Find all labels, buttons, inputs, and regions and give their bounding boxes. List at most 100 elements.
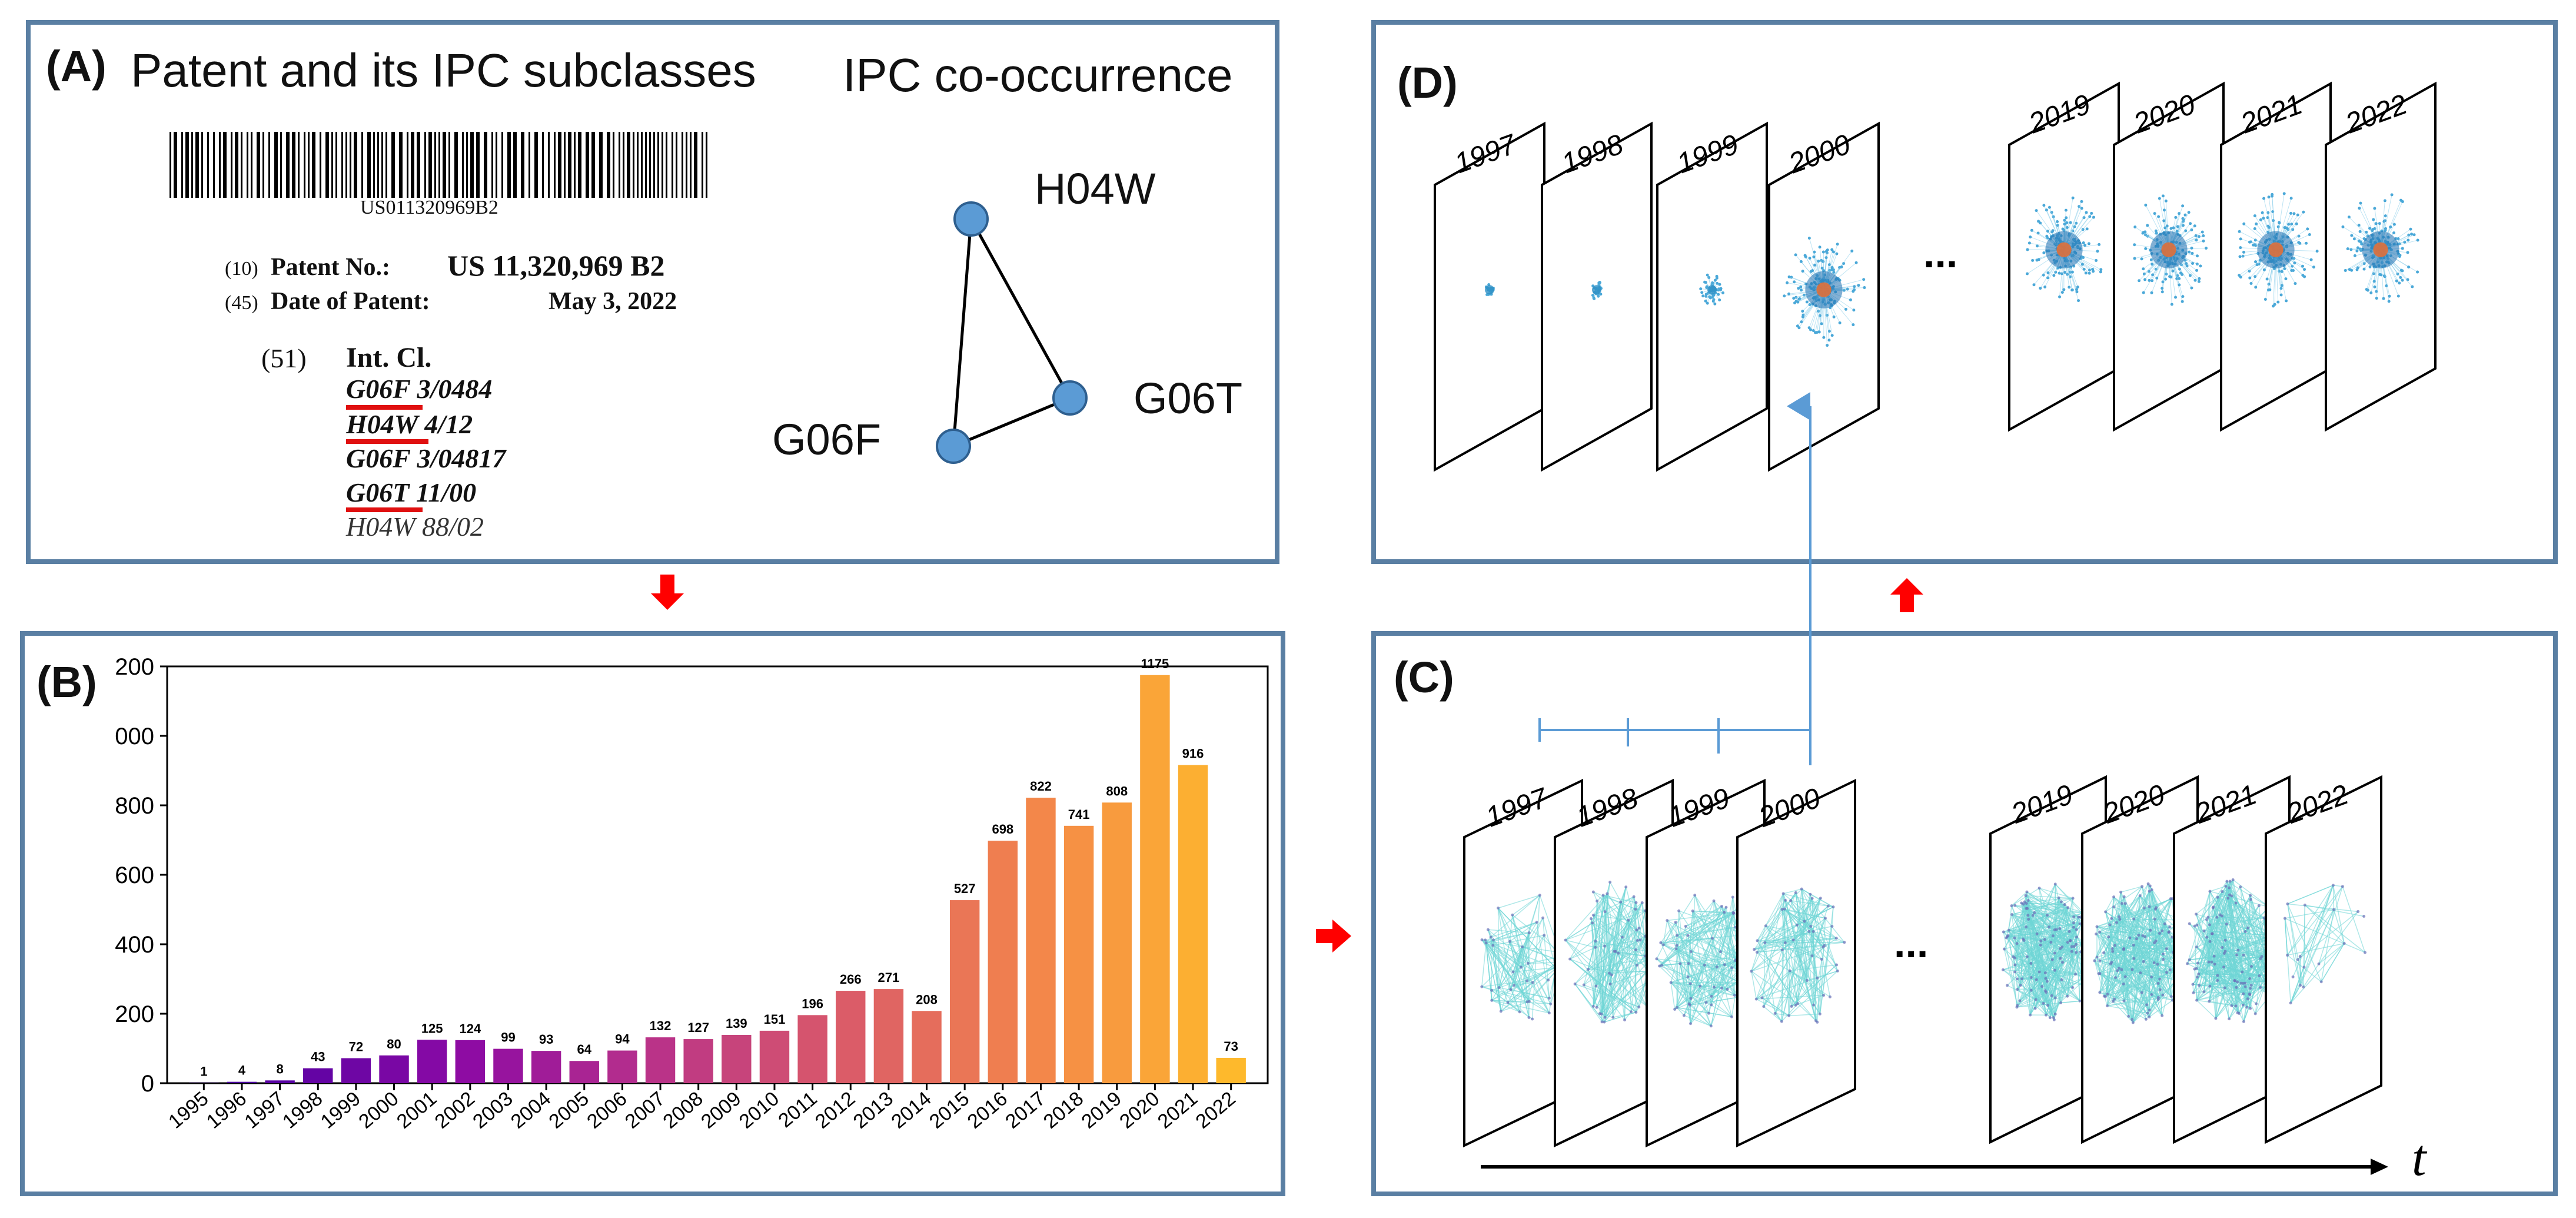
bar-value-label: 132 (650, 1018, 672, 1033)
network-node (2158, 931, 2161, 935)
snapshot-frame: 1999 (1656, 121, 1768, 472)
bar-value-label: 80 (387, 1037, 401, 1051)
barcode-bar (637, 132, 639, 198)
barcode-bar (373, 132, 375, 198)
network-node (2027, 241, 2031, 245)
barcode-bar (367, 132, 371, 198)
network-node (2161, 993, 2165, 997)
network-node (2029, 988, 2033, 992)
y-tick-label: 800 (115, 793, 154, 819)
barcode-bar (407, 132, 408, 198)
network-edge (1584, 984, 1640, 1008)
y-tick-label: 000 (115, 724, 154, 749)
barcode-bar (470, 132, 474, 198)
barcode-bar (219, 132, 221, 198)
network-node (2150, 291, 2153, 294)
network-node (1799, 285, 1803, 288)
network-edge (2133, 944, 2167, 973)
network-node (2353, 254, 2356, 257)
network-edge (1763, 942, 1766, 1007)
network-node (2082, 216, 2086, 220)
bar (265, 1080, 295, 1083)
network-node (2401, 247, 2404, 250)
network-edge (1781, 894, 1811, 1022)
network-node (2384, 214, 2387, 218)
network-node (1675, 1005, 1678, 1009)
network-node (2053, 968, 2056, 972)
network-edge (1751, 971, 1783, 1022)
network-node (2066, 941, 2069, 944)
network-node (1822, 336, 1826, 339)
network-edge (1680, 963, 1701, 987)
ipc-code: H04W 88/02 (346, 511, 484, 542)
network-node (2059, 947, 2062, 951)
network-node (2189, 222, 2192, 225)
network-edge (1763, 1006, 1782, 1022)
network-node (1669, 981, 1673, 984)
network-edge (1757, 893, 1784, 941)
network-edge (1490, 937, 1502, 1011)
network-node (2272, 219, 2275, 223)
heat-center (1816, 282, 1832, 297)
barcode-bar (345, 132, 347, 198)
network-node (1715, 965, 1719, 969)
network-edge (1487, 929, 1528, 964)
network-edge (2026, 902, 2065, 905)
barcode-bar (484, 132, 487, 198)
bar-value-label: 1 (200, 1064, 207, 1078)
network-node (2072, 925, 2075, 929)
network-edge (1676, 945, 1728, 990)
red-underline (346, 507, 423, 512)
network-node (2183, 213, 2187, 217)
network-node (1677, 909, 1681, 912)
x-tick-label: 2005 (545, 1087, 593, 1133)
network-node (1780, 1020, 1783, 1023)
network-edge (1721, 913, 1734, 988)
network-edge (2119, 916, 2173, 953)
network-node (2292, 212, 2296, 215)
graph-edge (952, 218, 973, 447)
network-node (1486, 928, 1490, 931)
network-node (1636, 938, 1639, 942)
y-tick-label: 200 (115, 1001, 154, 1027)
network-node (1699, 287, 1703, 291)
network-edge (1509, 941, 1522, 968)
network-node (2060, 291, 2064, 294)
network-edge (1781, 1003, 1799, 1022)
network-node (1703, 280, 1707, 284)
network-node (1834, 937, 1838, 940)
ipc-subclass: G06T (346, 477, 410, 507)
network-node (2144, 203, 2148, 207)
patent-no-value: US 11,320,969 B2 (447, 249, 665, 282)
x-tick-label: 2002 (431, 1087, 479, 1133)
snapshot-frame: 2020 (2081, 775, 2199, 1144)
network-node (2070, 950, 2073, 953)
network-edge (1790, 900, 1829, 907)
network-node (1706, 273, 1709, 277)
network-node (2147, 270, 2150, 273)
network-node (2132, 917, 2136, 921)
network-node (2039, 943, 2042, 947)
network-node (1701, 294, 1705, 298)
network-node (1838, 321, 1842, 325)
bar (949, 900, 980, 1083)
network-node (1603, 1020, 1606, 1024)
network-edge (2055, 884, 2069, 942)
network-node (1817, 330, 1821, 334)
network-node (2374, 222, 2378, 225)
network-node (2161, 953, 2165, 956)
network-edge (1690, 995, 1712, 1006)
network-node (2279, 293, 2283, 297)
network-node (2034, 998, 2037, 1001)
network-node (2369, 291, 2373, 295)
network-node (2075, 942, 2078, 946)
network-node (2390, 193, 2394, 197)
network-node (2047, 925, 2051, 929)
network-node (2290, 268, 2294, 272)
network-node (1635, 928, 1638, 932)
network-node (2179, 271, 2182, 275)
barcode-bar (574, 132, 576, 198)
network-node (1509, 988, 1513, 991)
network-edge (1610, 902, 1621, 984)
network-node (2416, 238, 2419, 242)
